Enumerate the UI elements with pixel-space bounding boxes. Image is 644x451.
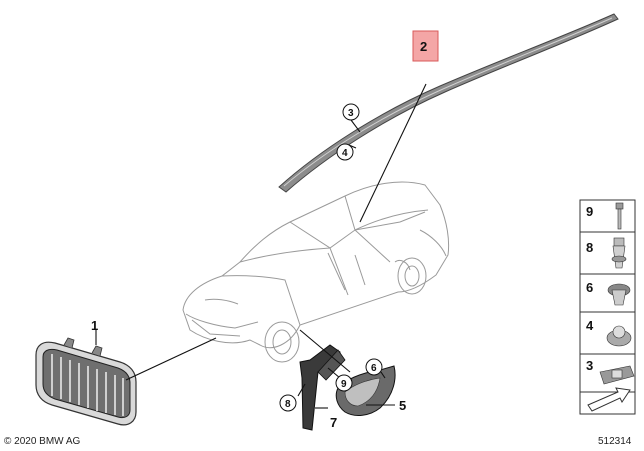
legend-item-6[interactable]: 6 xyxy=(586,280,631,306)
roof-moulding-strip[interactable] xyxy=(278,13,619,193)
legend-item-3[interactable]: 3 xyxy=(586,358,635,385)
callout-8-circle xyxy=(279,394,297,412)
callout-5[interactable]: 5 xyxy=(399,398,406,413)
copyright-text: © 2020 BMW AG xyxy=(4,436,81,447)
legend-item-8[interactable]: 8 xyxy=(586,237,627,269)
callout-7[interactable]: 7 xyxy=(330,415,337,430)
legend-label-8: 8 xyxy=(586,240,593,255)
callout-4-circle xyxy=(336,143,354,161)
callout-3[interactable]: 3 xyxy=(348,108,354,119)
callout-9-circle xyxy=(335,374,353,392)
legend-label-6: 6 xyxy=(586,280,593,295)
legend-item-4[interactable]: 4 xyxy=(586,318,632,347)
callout-2[interactable]: 2 xyxy=(420,39,427,54)
plastic-nut-icon xyxy=(606,325,632,347)
expanding-rivet-icon xyxy=(611,237,627,269)
bracket-part[interactable] xyxy=(299,344,346,431)
diagram-id: 512314 xyxy=(598,436,632,447)
legend-arrow-icon[interactable] xyxy=(587,387,631,412)
callout-9[interactable]: 9 xyxy=(341,379,347,390)
kidney-grille[interactable] xyxy=(35,337,137,426)
clip-nut-icon xyxy=(607,283,631,306)
callout-4[interactable]: 4 xyxy=(342,148,348,159)
legend-label-3: 3 xyxy=(586,358,593,373)
car-outline xyxy=(182,181,450,363)
part-2-highlight-box xyxy=(412,30,439,62)
legend-label-4: 4 xyxy=(586,318,594,333)
leader-lines xyxy=(95,83,427,409)
callout-3-circle xyxy=(342,103,360,121)
side-trim-cover[interactable] xyxy=(335,365,396,416)
callout-6-circle xyxy=(365,358,383,376)
callout-8[interactable]: 8 xyxy=(285,399,291,410)
legend-label-9: 9 xyxy=(586,204,593,219)
callout-6[interactable]: 6 xyxy=(371,363,377,374)
callout-1[interactable]: 1 xyxy=(91,318,98,333)
clamp-icon xyxy=(599,365,635,385)
legend-item-9[interactable]: 9 xyxy=(586,202,624,230)
rivet-icon xyxy=(615,202,624,230)
